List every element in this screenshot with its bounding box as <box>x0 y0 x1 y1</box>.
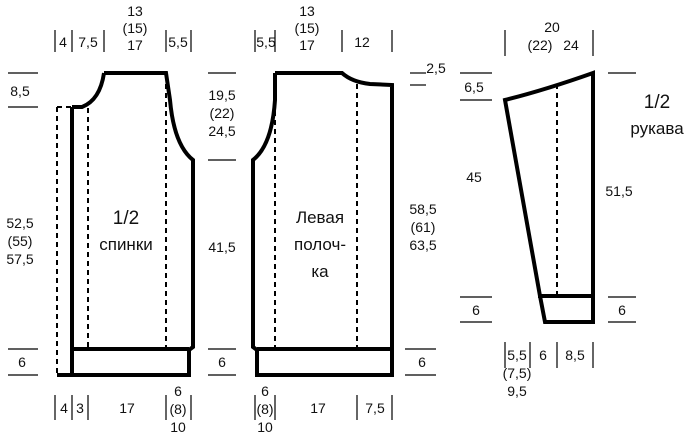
front-bottom-left-1: 6 <box>261 383 269 399</box>
back-length-dim-1: 52,5 <box>6 215 33 231</box>
sleeve-left-length: 45 <box>466 169 482 185</box>
sleeve-left-rib: 6 <box>472 302 480 318</box>
back-neck-curve <box>72 72 106 109</box>
sleeve-title-1: 1/2 <box>644 92 670 113</box>
back-bottom-dim-3: 17 <box>119 400 135 416</box>
back-rib-dim: 6 <box>18 354 26 370</box>
sleeve-bottom-5: 8,5 <box>565 347 585 363</box>
back-title-1: 1/2 <box>113 208 139 229</box>
back-top-dim-2: 7,5 <box>78 34 98 50</box>
back-piece: 4 7,5 5,5 13 (15) 17 8,5 52,5 (55) 57,5 … <box>6 3 236 435</box>
sleeve-bottom-2: (7,5) <box>503 365 532 381</box>
front-neck-dim-1: 13 <box>299 3 315 19</box>
back-title-2: спинки <box>99 235 153 254</box>
front-title-3: ка <box>311 262 329 281</box>
back-neck-dim-2: (15) <box>123 20 148 36</box>
front-shoulder-drop: 2,5 <box>426 60 446 76</box>
back-length-dim-2: (55) <box>8 233 33 249</box>
sleeve-top-3: 24 <box>563 37 579 53</box>
back-top-dim-3: 5,5 <box>168 34 188 50</box>
back-bottom-right-2: (8) <box>169 401 186 417</box>
back-bottom-right-3: 10 <box>170 419 186 435</box>
front-bottom-left-3: 10 <box>257 419 273 435</box>
front-title-2: полоч- <box>294 235 346 254</box>
back-armhole-dim-3: 24,5 <box>208 123 235 139</box>
sleeve-bottom-4: 6 <box>539 347 547 363</box>
back-shoulder-dim: 8,5 <box>10 83 30 99</box>
front-bottom-dim-2: 7,5 <box>365 400 385 416</box>
sleeve-right-rib: 6 <box>618 302 626 318</box>
back-top-dim-1: 4 <box>59 34 67 50</box>
back-bottom-dim-2: 3 <box>76 400 84 416</box>
front-title-1: Левая <box>296 208 344 227</box>
front-length-2: (61) <box>411 219 436 235</box>
back-neck-dim-3: 17 <box>127 37 143 53</box>
front-top-dim-2: 12 <box>354 34 370 50</box>
sleeve-top-2: (22) <box>528 37 553 53</box>
front-length-1: 58,5 <box>409 201 436 217</box>
sleeve-right-length: 51,5 <box>605 183 632 199</box>
front-neck-dim-2: (15) <box>295 20 320 36</box>
front-bottom-dim-1: 17 <box>310 400 326 416</box>
front-length-3: 63,5 <box>409 237 436 253</box>
back-bottom-dim-1: 4 <box>60 400 68 416</box>
sleeve-bottom-1: 5,5 <box>507 347 527 363</box>
sleeve-title-2: рукава <box>630 119 684 138</box>
sleeve-outline <box>502 70 595 324</box>
sleeve-bottom-3: 9,5 <box>507 383 527 399</box>
sleeve-cap-dim: 6,5 <box>464 79 484 95</box>
back-bottom-right-1: 6 <box>174 383 182 399</box>
sleeve-piece: 20 (22) 24 6,5 45 6 51,5 6 1/2 рукава 5,… <box>460 19 684 399</box>
back-neck-dim-1: 13 <box>127 3 143 19</box>
front-bottom-left-2: (8) <box>256 401 273 417</box>
back-armhole-dim-1: 19,5 <box>208 87 235 103</box>
front-piece: 5,5 12 13 (15) 17 2,5 58,5 (61) 63,5 6 Л… <box>251 3 446 435</box>
front-outline <box>251 71 394 377</box>
back-armhole-dim-2: (22) <box>210 105 235 121</box>
back-side-dim: 41,5 <box>208 239 235 255</box>
front-top-dim-1: 5,5 <box>256 34 276 50</box>
front-rib-dim: 6 <box>418 354 426 370</box>
front-neck-dim-3: 17 <box>299 37 315 53</box>
back-side-rib-dim: 6 <box>218 354 226 370</box>
back-length-dim-3: 57,5 <box>6 251 33 267</box>
sleeve-top-1: 20 <box>544 19 560 35</box>
